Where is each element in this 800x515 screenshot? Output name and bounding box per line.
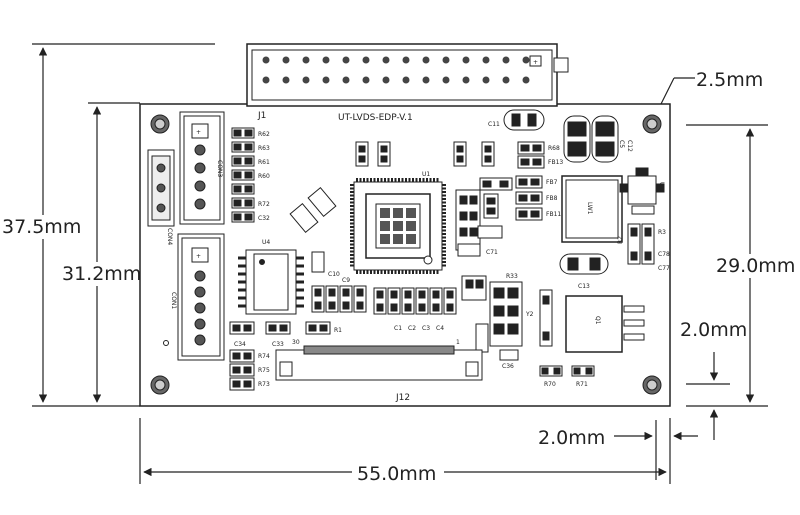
bottom-mid-parts [461, 275, 553, 361]
overall-width-label: 55.0mm [357, 463, 436, 485]
label-r68: R68 [548, 145, 560, 152]
dimension-hole-margin-h [614, 420, 698, 480]
label-c2: C2 [408, 325, 416, 332]
label-c11: C11 [488, 121, 500, 128]
label-r1: R1 [334, 327, 342, 334]
overall-height-label: 37.5mm [2, 216, 81, 238]
label-c36: C36 [502, 363, 514, 370]
svg-text:+: + [196, 129, 201, 136]
label-c77: C77 [658, 265, 670, 272]
label-c33: C33 [272, 341, 284, 348]
svg-text:+: + [196, 253, 201, 260]
label-r61: R61 [258, 159, 270, 166]
label-fb7: FB7 [546, 179, 558, 186]
label-r70: R70 [544, 381, 556, 388]
board-height-label: 31.2mm [62, 263, 141, 285]
con3-label: CON3 [216, 160, 223, 177]
u4-label: U4 [262, 239, 270, 246]
label-r3: R3 [658, 229, 666, 236]
label-r75: R75 [258, 367, 270, 374]
label-c5: C5 [618, 140, 625, 148]
label-c34: C34 [234, 341, 246, 348]
pin-1-label: 1 [456, 339, 460, 346]
cap-row [311, 285, 457, 315]
board-title: UT-LVDS-EDP-V.1 [338, 113, 413, 123]
label-r60: R60 [258, 173, 270, 180]
resistor-column [231, 127, 255, 223]
label-c4: C4 [436, 325, 444, 332]
label-c10: C10 [328, 271, 340, 278]
label-c9: C9 [342, 277, 350, 284]
dimension-hole-margin-v [686, 352, 730, 440]
ferrite-block [455, 175, 543, 257]
right-parts [627, 223, 655, 265]
transistor-q1 [565, 295, 645, 353]
label-r72: R72 [258, 201, 270, 208]
lw1-label: LW1 [586, 202, 593, 215]
dimension-board-height [88, 102, 140, 403]
label-c1: C1 [394, 325, 402, 332]
label-c71: C71 [486, 249, 498, 256]
label-c78: C78 [658, 251, 670, 258]
cap-c13 [559, 253, 609, 275]
chip-u1 [350, 178, 446, 274]
label-c12: C12 [626, 140, 633, 152]
bottom-left-parts [229, 321, 595, 391]
label-r63: R63 [258, 145, 270, 152]
label-c13: C13 [578, 283, 590, 290]
y2-label: Y2 [525, 311, 534, 318]
label-r73: R73 [258, 381, 270, 388]
label-r33: R33 [506, 273, 518, 280]
hole-margin-v-label: 2.0mm [680, 319, 747, 341]
connector-con4 [147, 149, 175, 227]
label-c32: C32 [258, 215, 270, 222]
j12-label: J12 [395, 393, 410, 403]
label-r2: R2 [617, 236, 624, 244]
u1-label: U1 [422, 171, 430, 178]
caps-c5-c12 [563, 115, 619, 163]
con1-label: CON1 [170, 292, 177, 309]
top-parts [355, 141, 545, 169]
pin-header-j1: + [246, 43, 569, 107]
connector-con1 [177, 233, 225, 361]
hole-offset-label: 2.5mm [696, 69, 763, 91]
crystal-c11 [503, 109, 545, 131]
hole-spacing-label: 29.0mm [716, 255, 795, 277]
label-r62: R62 [258, 131, 270, 138]
j1-label: J1 [257, 111, 266, 121]
label-c3: C3 [422, 325, 430, 332]
hole-margin-h-label: 2.0mm [538, 427, 605, 449]
connector-con3 [179, 111, 225, 225]
q1-label: Q1 [594, 316, 601, 325]
con4-label: CON4 [166, 228, 173, 245]
label-fb8: FB8 [546, 195, 558, 202]
inductor-lw1 [561, 175, 623, 243]
label-r74: R74 [258, 353, 270, 360]
u2-label: U2 [658, 182, 665, 190]
pin-30-label: 30 [292, 339, 300, 346]
label-fb13: FB13 [548, 159, 563, 166]
fpc-connector-j12 [275, 345, 483, 381]
chip-u4 [238, 249, 304, 315]
label-r71: R71 [576, 381, 588, 388]
svg-text:+: + [533, 59, 538, 66]
mounting-holes [150, 114, 662, 395]
rotated-caps [289, 186, 337, 273]
chip-u2 [619, 167, 665, 215]
label-fb11: FB11 [546, 211, 561, 218]
